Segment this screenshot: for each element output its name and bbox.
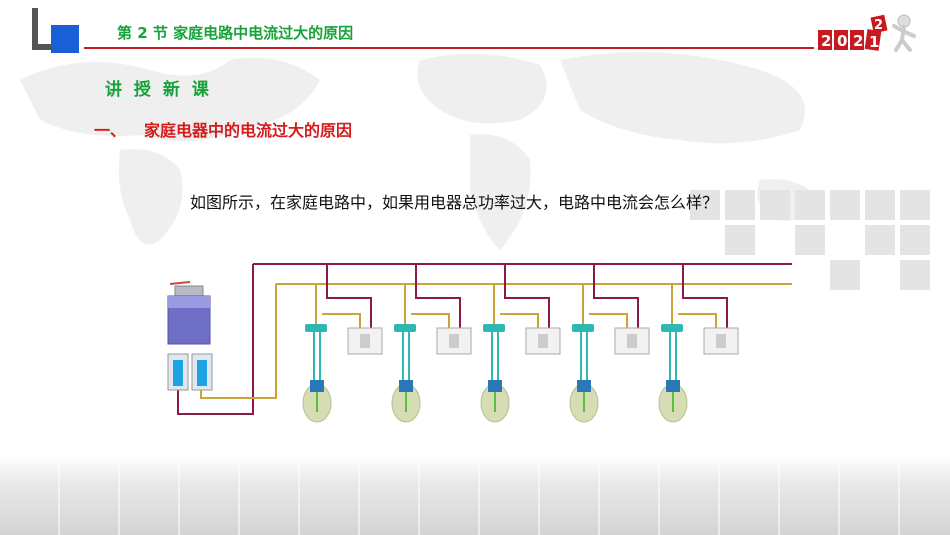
page-title: 第 2 节 家庭电路中电流过大的原因 <box>117 24 354 42</box>
lamp-icon <box>658 324 688 423</box>
meter-icon <box>167 285 211 345</box>
lamp-icon <box>302 324 332 423</box>
floor-lines <box>0 462 950 535</box>
lamp-icon <box>569 324 599 423</box>
branch-3 <box>480 264 561 423</box>
branch-5 <box>658 264 739 423</box>
figure-icon <box>892 14 916 52</box>
header-divider <box>84 47 814 49</box>
year-digit-1: 2 <box>821 32 831 50</box>
question-text: 如图所示，在家庭电路中，如果用电器总功率过大，电路中电流会怎么样？ <box>190 193 719 212</box>
switch-icon <box>614 327 650 355</box>
circuit-diagram <box>167 263 792 423</box>
year-digit-2: 0 <box>837 32 847 50</box>
live-feed-wire <box>177 264 254 415</box>
neutral-feed-wire <box>200 284 277 399</box>
lamp-icon <box>480 324 510 423</box>
logo-frame-left <box>32 8 38 50</box>
switch-icon <box>525 327 561 355</box>
section-label: 讲 授 新 课 <box>105 80 212 100</box>
lamp-icon <box>391 324 421 423</box>
fuse-box-icon <box>167 353 213 391</box>
year-digit-4: 1 <box>869 33 879 51</box>
branch-2 <box>391 264 472 423</box>
year-digit-3: 2 <box>853 32 863 50</box>
decorative-tiles <box>680 190 950 300</box>
branch-1 <box>302 264 383 423</box>
branch-4 <box>569 264 650 423</box>
year-badge-icon: 2 0 2 1 2 <box>818 14 916 52</box>
switch-icon <box>347 327 383 355</box>
year-digit-5: 2 <box>874 18 883 33</box>
heading-text: 家庭电器中的电流过大的原因 <box>144 121 353 140</box>
switch-icon <box>436 327 472 355</box>
logo-blue-square <box>51 25 79 53</box>
heading-number: 一、 <box>94 121 127 140</box>
switch-icon <box>703 327 739 355</box>
